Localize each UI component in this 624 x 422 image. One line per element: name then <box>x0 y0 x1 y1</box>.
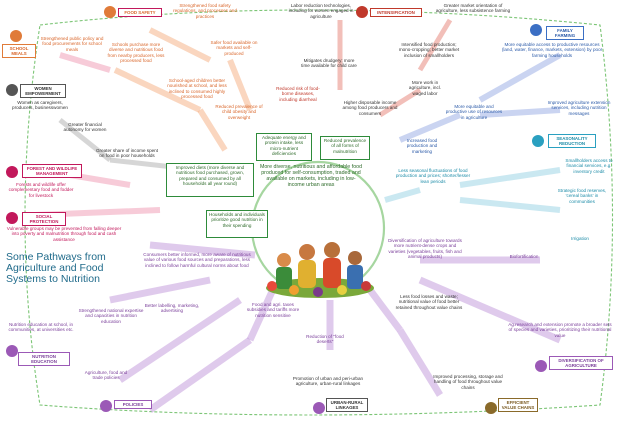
urban-rural-icon <box>313 402 325 414</box>
text-irrigation: Irrigation <box>571 236 589 241</box>
text-safer-food: Safer food available on markets and self… <box>210 40 258 56</box>
text-food-deserts: Reduction of "food deserts" <box>306 334 344 345</box>
text-agri-policies: Agriculture, food and trade policies <box>84 370 128 381</box>
category-social-protection: SOCIAL PROTECTION <box>22 212 66 226</box>
intensification-icon <box>356 6 368 18</box>
text-food-reserves: Strategic food reserves, 'cereal banks' … <box>557 188 607 204</box>
text-taxes-subsidies: Food and agri. taxes subsidies and tarif… <box>246 302 300 318</box>
text-market-orientation: Greater market orientation of agricultur… <box>435 3 511 14</box>
social-protection-icon <box>6 212 18 224</box>
text-processing: Improved processing, storage and handlin… <box>433 374 503 390</box>
forest-icon <box>6 166 18 178</box>
text-forests-wildlife: Forests and wildlife offer complementary… <box>8 182 74 198</box>
text-extension-services: Improved agriculture extension services,… <box>547 100 611 116</box>
text-school-policy: Strengthened public policy and food proc… <box>40 36 104 52</box>
text-diverse-food: More diverse, nutritious and affordable … <box>259 164 363 188</box>
text-foodborne-risk: Reduced risk of food-borne diseases, inc… <box>276 86 320 102</box>
text-food-safety-regulations: Strengthened food safety regulations, an… <box>173 3 237 19</box>
text-financial-services: Smallholders access to financial service… <box>565 158 613 174</box>
text-intensified-production: Intensified food production; mono-croppi… <box>398 42 460 58</box>
text-schools-purchase: Schools purchase more diverse and nutrit… <box>107 42 165 63</box>
text-disposable-income: Higher disposable income among food prod… <box>342 100 398 116</box>
text-food-losses: Less food losses and waste; nutritional … <box>395 294 463 310</box>
box-energy-protein: Adequate energy and protein intake, less… <box>256 133 312 161</box>
diversification-icon <box>535 360 547 372</box>
text-income-share: Greater share of income spent on food in… <box>95 148 159 159</box>
category-diversification: DIVERSIFICATION OF AGRICULTURE <box>549 356 613 370</box>
text-school-children: School-aged children better nourished at… <box>167 78 227 99</box>
box-improved-diets: Improved diets (more diverse and nutriti… <box>166 163 254 197</box>
nutrition-education-icon <box>6 345 18 357</box>
seasonality-icon <box>532 135 544 147</box>
women-icon <box>6 84 18 96</box>
text-diversification: Diversification of agriculture towards m… <box>388 238 462 259</box>
text-labor-reduction: Labor reduction technologies, including … <box>288 3 354 19</box>
category-women-empowerment: WOMEN EMPOWERMENT <box>20 84 66 98</box>
category-value-chains: EFFICIENT VALUE CHAINS <box>498 398 538 412</box>
text-consumers-informed: Consumers better informed, more aware of… <box>143 252 251 268</box>
category-urban-rural: URBAN-RURAL LINKAGES <box>326 398 368 412</box>
category-intensification: INTENSIFICATION <box>370 8 422 17</box>
family-farming-icon <box>530 24 542 36</box>
box-households-prioritize: Households and individuals prioritize go… <box>206 210 268 238</box>
food-safety-icon <box>104 6 116 18</box>
text-equitable-access: More equitable access to productive reso… <box>501 42 603 58</box>
text-equitable-resources: More equitable and productive use of res… <box>445 104 503 120</box>
text-seasonal-fluctuations: Less seasonal fluctuations of food produ… <box>395 168 471 184</box>
text-vulnerable-groups: Vulnerable groups may be prevented from … <box>6 226 122 242</box>
category-school-meals: SCHOOL MEALS <box>2 44 36 58</box>
policies-icon <box>100 400 112 412</box>
school-meals-icon <box>10 30 22 42</box>
category-forest: FOREST AND WILDLIFE MANAGEMENT <box>22 164 82 178</box>
category-family-farming: FAMILY FARMING <box>546 26 584 40</box>
text-mitigates-drudgery: Mitigates drudgery; more time available … <box>301 58 357 69</box>
text-national-expertise: Strengthened national expertise and capa… <box>78 308 144 324</box>
text-more-work: More work in agriculture, incl. waged la… <box>408 80 442 96</box>
value-chains-icon <box>485 402 497 414</box>
category-seasonality: SEASONALITY REDUCTION <box>548 134 596 148</box>
category-food-safety: FOOD SAFETY <box>118 8 162 17</box>
category-policies: POLICIES <box>114 400 152 409</box>
text-increased-production: Increased food production and marketing <box>406 138 438 154</box>
text-biofortification: Biofortification <box>509 254 539 259</box>
diagram-title: Some Pathways from Agriculture and Food … <box>6 251 106 285</box>
box-malnutrition: Reduced prevalence of all forms of malnu… <box>320 136 370 160</box>
text-nutrition-education: Nutrition education at school, in commun… <box>8 322 74 333</box>
text-financial-autonomy: Greater financial autonomy for women <box>63 122 107 133</box>
text-labelling: Better labelling, marketing, advertising <box>144 303 200 314</box>
text-women-roles: Women as caregivers, producers, business… <box>12 100 68 111</box>
text-child-obesity: Reduced prevalence of child obesity and … <box>215 104 263 120</box>
category-nutrition-education: NUTRITION EDUCATION <box>18 352 70 366</box>
text-urban-agriculture: Promotion of urban and peri-urban agricu… <box>292 376 364 387</box>
family-produce-illustration <box>266 242 374 298</box>
text-ag-research: Ag.research and extension promote a broa… <box>508 322 612 338</box>
